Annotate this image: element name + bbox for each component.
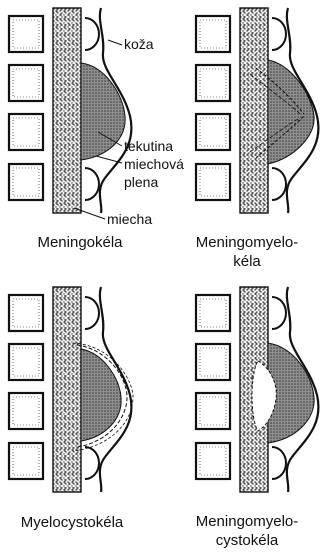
caption-myelocystokela: Myelocystokéla (21, 514, 124, 531)
neural-arch-top (85, 297, 99, 329)
pointer-meninges (96, 156, 122, 163)
neural-arch-bottom (272, 168, 286, 200)
label-meninges-1: miechová (124, 156, 184, 172)
neural-arch-bottom (85, 168, 99, 200)
neural-arch-top (85, 18, 99, 50)
vertebra-3 (196, 393, 230, 429)
panel-meningomyelocystokela (196, 287, 318, 492)
neural-arch-top (272, 18, 286, 50)
neural-arch-bottom (272, 447, 286, 479)
panel-myelocystokela (9, 287, 133, 492)
panel-meningokela (9, 8, 131, 213)
vertebra-2 (196, 65, 230, 101)
vertebra-2 (196, 344, 230, 380)
csf-sac (268, 60, 314, 164)
vertebra-3 (196, 114, 230, 150)
vertebra-1 (9, 16, 43, 52)
vertebra-1 (196, 295, 230, 331)
caption-meningomyelocystokela-2: cystokéla (216, 532, 279, 548)
vertebra-4 (9, 443, 43, 479)
vertebra-2 (9, 65, 43, 101)
caption-meningomyelokela-2: kéla (233, 253, 261, 270)
vertebra-4 (196, 164, 230, 200)
caption-meningomyelocystokela-1: Meningomyelo- (196, 513, 299, 530)
vertebra-1 (196, 16, 230, 52)
vertebra-4 (196, 443, 230, 479)
neural-arch-bottom (85, 447, 99, 479)
vertebra-3 (9, 114, 43, 150)
panel-meningomyelokela (196, 8, 318, 213)
vertebra-4 (9, 164, 43, 200)
caption-meningomyelokela-1: Meningomyelo- (196, 234, 299, 251)
vertebra-3 (9, 393, 43, 429)
vertebra-1 (9, 295, 43, 331)
neural-arch-top (272, 297, 286, 329)
pointer-skin (108, 40, 122, 45)
label-skin: koža (124, 36, 154, 52)
csf-sac (81, 63, 125, 160)
vertebra-2 (9, 344, 43, 380)
caption-meningokela: Meningokéla (37, 234, 123, 251)
label-fluid: tekutina (124, 138, 173, 154)
label-spinal-cord: miecha (107, 211, 152, 227)
label-meninges-2: plena (124, 174, 158, 190)
